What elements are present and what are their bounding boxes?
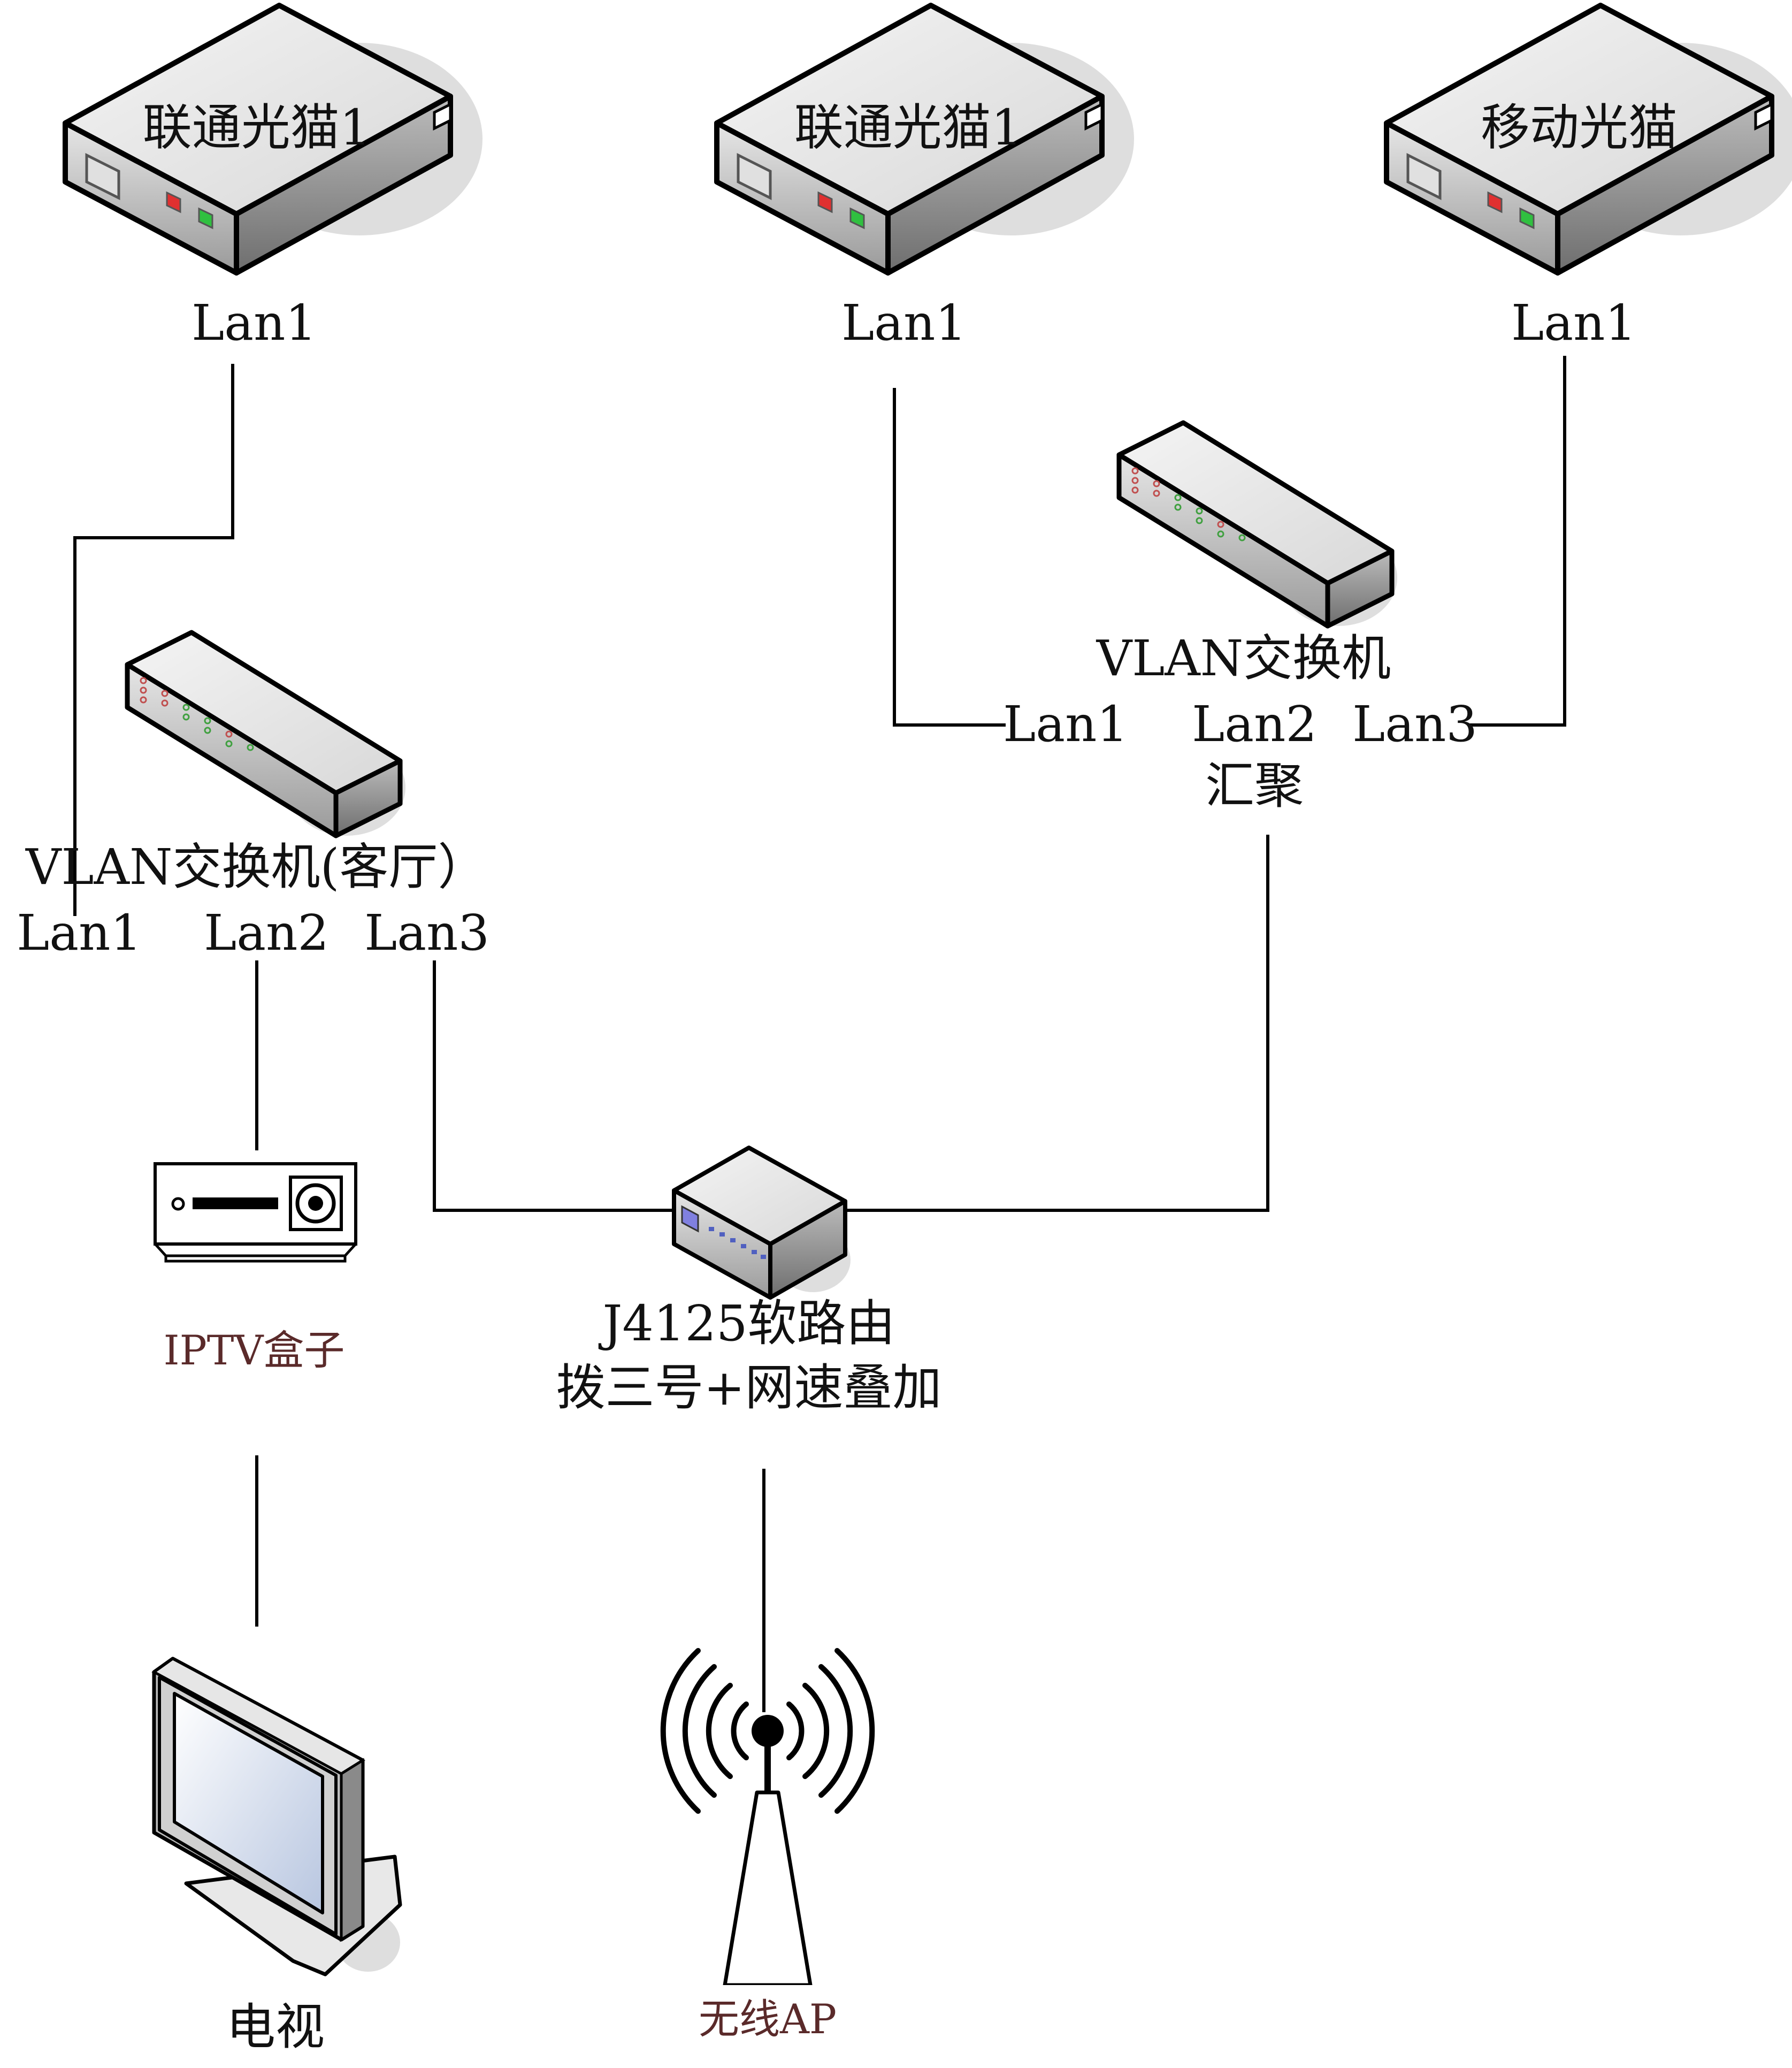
television: 电视: [154, 1659, 400, 2056]
iptv-box-icon: [155, 1164, 356, 1261]
switch-label: VLAN交换机: [1096, 630, 1391, 687]
wireless-ap-icon: [663, 1651, 872, 1985]
wire-agg-switch-to-router: [824, 835, 1269, 1212]
modem-port-label: Lan1: [841, 294, 967, 352]
wireless-ap: 无线AP: [663, 1651, 872, 2043]
wire-mobile-modem-to-agg-switch: [1470, 356, 1566, 727]
switch-port-note: 汇聚: [1205, 757, 1304, 814]
switch-port-lan1: Lan1: [1003, 696, 1128, 753]
switch-icon: [127, 632, 405, 836]
modem-mobile: 移动光猫 Lan1: [1387, 5, 1792, 352]
modem-label: 联通光猫1: [143, 99, 371, 156]
living-room-vlan-switch: VLAN交换机(客厅） Lan1 Lan2 Lan3: [17, 632, 489, 961]
iptv-box: IPTV盒子: [155, 1164, 356, 1374]
connection-lines: [73, 356, 1566, 1712]
modem-label: 联通光猫1: [794, 99, 1023, 156]
modem-label: 移动光猫: [1481, 99, 1678, 156]
router-label-line2: 拨三号+网速叠加: [556, 1359, 941, 1416]
iptv-box-label: IPTV盒子: [164, 1326, 345, 1374]
switch-port-lan2: Lan2: [204, 904, 329, 961]
soft-router-j4125: J4125软路由 拨三号+网速叠加: [556, 1148, 942, 1416]
wire-modem2-to-agg-switch: [893, 388, 1006, 727]
switch-port-lan3: Lan3: [1352, 696, 1477, 753]
switch-port-lan2: Lan2: [1192, 696, 1317, 753]
tv-icon: [154, 1659, 400, 1974]
wireless-ap-label: 无线AP: [699, 1995, 837, 2043]
switch-icon: [1119, 423, 1397, 626]
tv-label: 电视: [226, 1998, 325, 2056]
router-label-line1: J4125软路由: [598, 1295, 895, 1352]
modem-unicom-1: 联通光猫1 Lan1: [65, 5, 483, 352]
modem-unicom-2: 联通光猫1 Lan1: [717, 5, 1134, 352]
wire-modem1-to-living-switch: [73, 364, 234, 916]
switch-label: VLAN交换机(客厅）: [25, 838, 487, 896]
modem-port-label: Lan1: [1511, 294, 1636, 352]
wire-living-switch-to-router: [433, 960, 677, 1212]
router-icon: [674, 1148, 851, 1298]
modem-port-label: Lan1: [192, 294, 317, 352]
aggregation-vlan-switch: VLAN交换机 Lan1 Lan2 Lan3 汇聚: [1003, 423, 1477, 814]
switch-port-lan3: Lan3: [364, 904, 489, 961]
switch-port-lan1: Lan1: [17, 904, 142, 961]
